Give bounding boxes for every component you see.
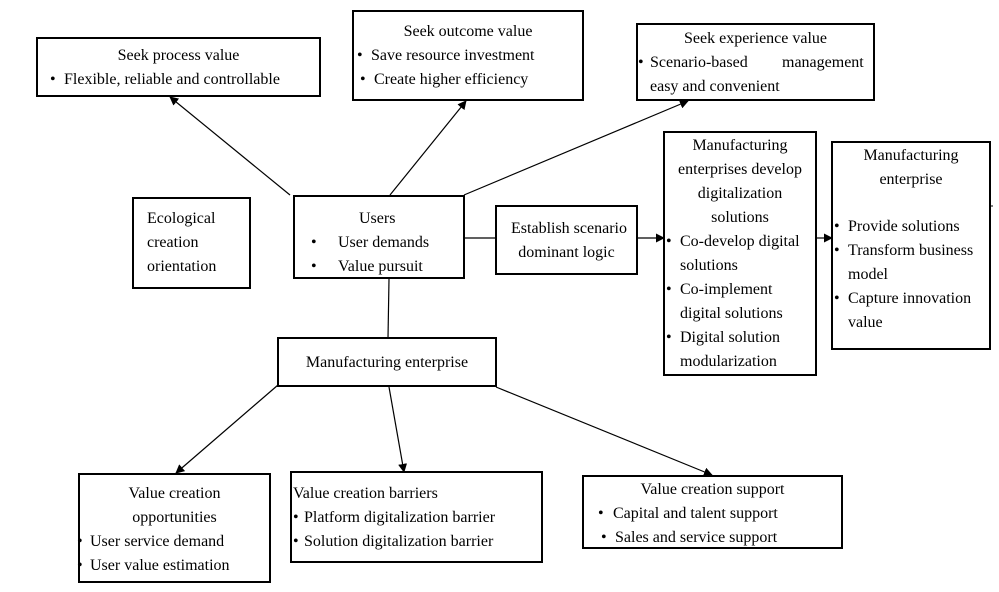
establish-line: dominant logic [518,244,615,261]
users-title: Users [359,210,396,227]
arrow-mfg-to-support [495,386,713,477]
bullet-icon: • [77,533,83,550]
list-item: Platform digitalization barrier [304,509,496,526]
mfg-right-title-line: Manufacturing [863,147,959,164]
develop-title-line: solutions [711,209,769,226]
list-item-continued: easy and convenient [650,78,780,95]
bullet-icon: • [357,47,363,64]
opportunities-title-line: Value creation [128,485,221,502]
ecological-creation-box [132,197,251,289]
list-item: Co-implement [680,281,773,298]
seek-outcome-value-box [352,10,584,101]
bullet-icon: • [601,529,607,546]
list-item-continued: solutions [680,257,738,274]
bullet-icon: • [834,218,840,235]
list-item: User value estimation [90,557,230,574]
list-item: Provide solutions [848,218,960,235]
bullet-icon: • [360,71,366,88]
list-item-continued: management [782,54,864,71]
seek-process-value-title: Seek process value [117,47,240,64]
list-item: Create higher efficiency [374,71,529,88]
arrow-users-to-experience [463,99,689,196]
barriers-title: Value creation barriers [293,485,438,502]
seek-experience-value-title: Seek experience value [683,30,828,47]
list-item-continued: value [848,314,883,331]
list-item: Transform business [848,242,974,259]
seek-experience-value-box [636,23,875,101]
opportunities-title-line: opportunities [132,509,217,526]
bullet-icon: • [666,233,672,250]
arrow-users-to-process [169,96,291,196]
bullet-icon: • [638,54,644,71]
bullet-icon: • [50,71,56,88]
bullet-icon: • [834,290,840,307]
line-users-to-mfg [387,278,390,339]
list-item: Value pursuit [338,258,423,275]
develop-title-line: Manufacturing [692,137,788,154]
list-item-continued: model [848,266,888,283]
value-creation-support-box [582,475,843,549]
list-item: User demands [338,234,430,251]
bullet-icon: • [666,329,672,346]
value-creation-opportunities-box [78,473,271,583]
list-item: User service demand [90,533,225,550]
arrow-users-to-outcome [389,100,467,196]
bullet-icon: • [77,557,83,574]
develop-solutions-box [663,131,817,376]
ecological-line: creation [147,234,199,251]
establish-line: Establish scenario [511,220,627,237]
ecological-line: orientation [147,258,217,275]
list-item: Sales and service support [615,529,778,546]
list-item: Capital and talent support [613,505,778,522]
list-item: Save resource investment [371,47,535,64]
ecological-line: Ecological [147,210,216,227]
bullet-icon: • [293,533,299,550]
list-item: Co-develop digital [680,233,800,250]
list-item: Scenario-based [650,54,748,71]
list-item: Capture innovation [848,290,972,307]
manufacturing-enterprise-center-box [277,337,497,387]
bullet-icon: • [666,281,672,298]
develop-title-line: enterprises develop [678,161,802,178]
arrow-mfg-to-barriers [388,386,408,473]
seek-process-value-box [36,37,321,97]
list-item-continued: modularization [680,353,777,370]
bullet-icon: • [293,509,299,526]
mfg-right-title-line: enterprise [879,171,943,188]
list-item: Solution digitalization barrier [304,533,494,550]
bullet-icon: • [598,505,604,522]
establish-scenario-box [495,205,638,275]
seek-outcome-value-title: Seek outcome value [403,23,533,40]
develop-title-line: digitalization [697,185,783,202]
bullet-icon: • [311,234,317,251]
support-title: Value creation support [640,481,785,498]
users-box: Users • User demands • Value pursuit [293,195,465,279]
arrow-mfg-to-opportunities [175,384,279,474]
manufacturing-enterprise-right-box [831,141,991,350]
value-creation-barriers-box [290,471,543,563]
mfg-center-title: Manufacturing enterprise [305,354,469,371]
bullet-icon: • [834,242,840,259]
list-item: Digital solution [680,329,780,346]
list-item: Flexible, reliable and controllable [64,71,280,88]
list-item-continued: digital solutions [680,305,783,322]
bullet-icon: • [311,258,317,275]
